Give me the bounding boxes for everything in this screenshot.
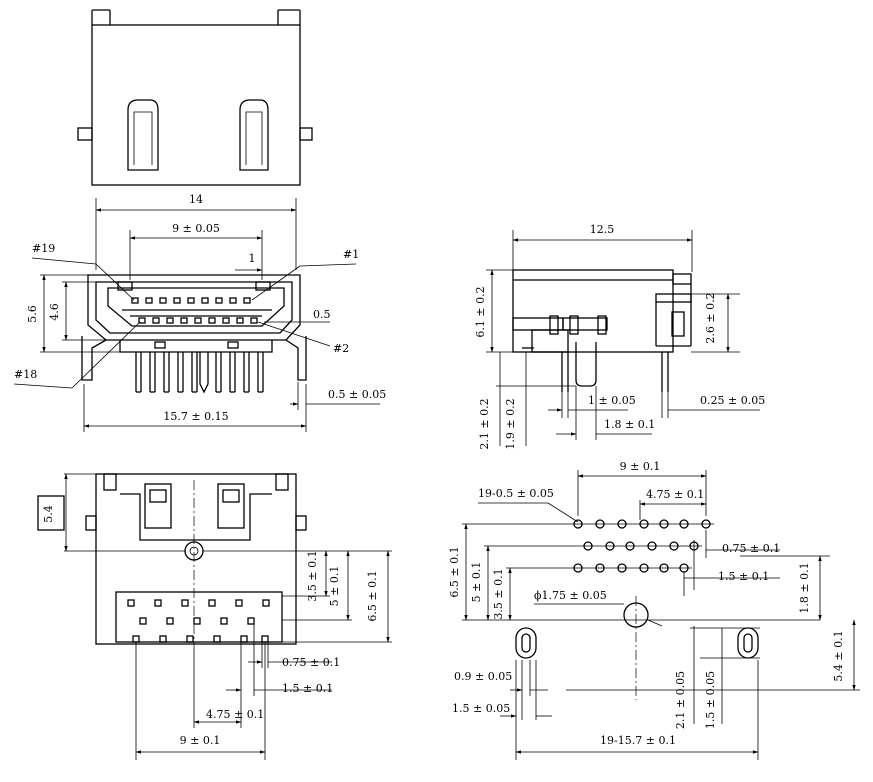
dim-stand-b: 1.9 ± 0.2 [504, 398, 517, 449]
dim-fp-slot-h2: 1.5 ± 0.05 [704, 671, 717, 729]
dim-side-height: 6.1 ± 0.2 [474, 286, 487, 337]
dim-depth: 12.5 [590, 223, 615, 236]
dim-height-inner: 4.6 [48, 303, 61, 321]
dim-fp-slot-w: 0.9 ± 0.05 [454, 670, 512, 683]
label-pin-19: #19 [32, 242, 55, 255]
footprint-view: 9 ± 0.1 4.75 ± 0.1 19-0.5 ± 0.05 [448, 460, 860, 760]
front-contacts-bottom [138, 317, 258, 324]
dim-bottom-span-half: 4.75 ± 0.1 [206, 708, 264, 721]
side-view: 12.5 6.1 ± 0.2 2.6 ± 0.2 [474, 223, 765, 450]
dim-row-b: 5 ± 0.1 [328, 566, 341, 607]
label-pin-2: #2 [333, 342, 349, 355]
dim-fp-row-b: 5 ± 0.1 [470, 562, 483, 603]
dim-tail: 0.25 ± 0.05 [700, 394, 765, 407]
slot-left [515, 627, 537, 659]
dim-fp-boss-dia: ϕ1.75 ± 0.05 [534, 589, 607, 602]
slot-right [737, 627, 759, 659]
dim-peg-offset: 5.4 [42, 505, 55, 523]
dim-pitch: 0.5 [313, 308, 331, 321]
top-view [77, 9, 313, 186]
dim-base-width: 15.7 ± 0.15 [163, 410, 228, 423]
dim-tail-offset: 0.5 ± 0.05 [328, 388, 386, 401]
dim-fp-pitch: 0.75 ± 0.1 [722, 542, 780, 555]
dim-row-c: 6.5 ± 0.1 [366, 570, 379, 621]
dim-lead-height: 2.6 ± 0.2 [704, 292, 717, 343]
dim-post-b: 1.8 ± 0.1 [604, 418, 655, 431]
dim-overall-width: 14 [189, 193, 203, 206]
dim-fp-half-span: 4.75 ± 0.1 [646, 488, 704, 501]
dim-bottom-pitch2: 1.5 ± 0.1 [282, 682, 333, 695]
dim-height-outer: 5.6 [26, 305, 39, 323]
dim-bottom-span: 9 ± 0.1 [180, 734, 221, 747]
bottom-view: 5.4 3.5 ± 0.1 5 ± 0.1 6.5 ± 0.1 0.75 ± 0… [37, 473, 392, 760]
label-pin-1: #1 [343, 248, 359, 261]
dim-fp-slot-l: 1.5 ± 0.05 [452, 702, 510, 715]
label-pin-18: #18 [14, 368, 37, 381]
dim-fp-row-c: 6.5 ± 0.1 [448, 546, 461, 597]
front-contacts-top [131, 297, 251, 304]
dim-fp-row-a: 3.5 ± 0.1 [492, 568, 505, 619]
dim-fp-span: 9 ± 0.1 [620, 460, 661, 473]
dim-stand-a: 2.1 ± 0.2 [478, 398, 491, 449]
dim-fp-pitch2: 1.5 ± 0.1 [718, 570, 769, 583]
dim-row-a: 3.5 ± 0.1 [306, 550, 319, 601]
dim-fp-slot-span: 19-15.7 ± 0.1 [600, 734, 676, 747]
dim-offset-1: 1 [249, 252, 256, 265]
dim-pin-span: 9 ± 0.05 [172, 222, 220, 235]
dim-fp-row-d: 1.8 ± 0.1 [798, 562, 811, 613]
front-leads [135, 352, 264, 394]
dim-fp-slot-y: 5.4 ± 0.1 [832, 630, 845, 681]
dim-fp-holes: 19-0.5 ± 0.05 [478, 487, 554, 500]
front-view: 14 9 ± 0.05 1 [13, 193, 386, 432]
bottom-pads [127, 599, 270, 643]
dim-bottom-pitch: 0.75 ± 0.1 [282, 656, 340, 669]
dim-post-a: 1 ± 0.05 [588, 394, 636, 407]
dim-fp-slot-h1: 2.1 ± 0.05 [674, 671, 687, 729]
